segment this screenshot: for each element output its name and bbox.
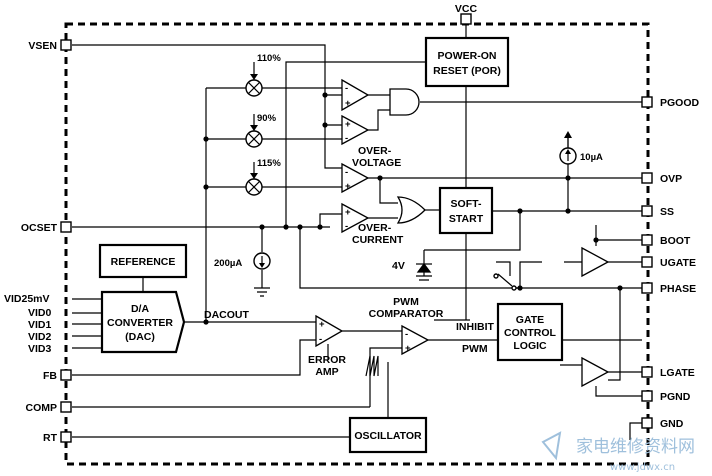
pin-comp-label: COMP <box>26 402 58 414</box>
v4-label: 4V <box>392 260 405 272</box>
error-amp-label-1: ERROR <box>308 354 346 366</box>
oscillator-label: OSCILLATOR <box>354 430 422 442</box>
watermark: 家电维修资料网 www.jdwx.cn <box>541 431 695 473</box>
i200-label: 200µA <box>214 258 242 269</box>
oscillator-block <box>348 416 428 454</box>
wiring <box>72 20 642 440</box>
pct-115-label: 115% <box>257 158 281 169</box>
svg-text:+: + <box>345 98 351 109</box>
comparator-overcurrent: +- <box>341 202 370 234</box>
comparator-115: -+ <box>341 162 370 194</box>
over-current-label-2: CURRENT <box>352 234 404 246</box>
dac-label-1: D/A <box>131 303 150 315</box>
or-gate <box>396 196 426 224</box>
soft-start-label-1: SOFT- <box>451 198 482 210</box>
comparator-110: -+ <box>341 78 370 112</box>
pin-rt-label: RT <box>43 432 58 444</box>
svg-text:-: - <box>345 83 348 94</box>
pin-vid25mv-label: VID25mV <box>4 293 50 305</box>
svg-text:+: + <box>319 319 325 330</box>
pin-vid3-label: VID3 <box>28 343 52 355</box>
dac-block <box>100 290 186 354</box>
svg-text:+: + <box>345 119 351 130</box>
pin-boot-label: BOOT <box>660 235 691 247</box>
pin-vid0-label: VID0 <box>28 307 52 319</box>
i10-label: 10µA <box>580 152 603 163</box>
pin-phase-label: PHASE <box>660 283 696 295</box>
pin-vcc-label: VCC <box>455 3 478 15</box>
reference-block <box>98 243 188 279</box>
soft-start-label-2: START <box>449 213 484 225</box>
over-voltage-label-2: VOLTAGE <box>352 157 401 169</box>
multiplier-110 <box>245 74 263 97</box>
soft-start-block <box>438 186 494 235</box>
current-source-200ua <box>253 252 271 270</box>
svg-text:-: - <box>345 221 348 232</box>
pin-lgate-label: LGATE <box>660 367 695 379</box>
pwm-comp-label-1: PWM <box>393 296 419 308</box>
zener-4v <box>416 262 432 281</box>
error-amp: +- <box>315 314 344 348</box>
over-current-label-1: OVER- <box>358 222 392 234</box>
watermark-url: www.jdwx.cn <box>610 462 675 473</box>
gate-label-2: CONTROL <box>504 327 556 339</box>
svg-text:+: + <box>345 181 351 192</box>
watermark-text: 家电维修资料网 <box>576 437 695 457</box>
pin-vsen-label: VSEN <box>28 40 57 52</box>
pin-ovp-label: OVP <box>660 173 682 185</box>
por-label-1: POWER-ON <box>438 50 497 62</box>
upper-gate-driver <box>581 246 610 278</box>
svg-text:-: - <box>405 329 408 340</box>
reference-label: REFERENCE <box>111 256 176 268</box>
pwm-label: PWM <box>462 343 488 355</box>
gate-label-3: LOGIC <box>513 340 547 352</box>
multiplier-115 <box>245 173 263 196</box>
svg-text:-: - <box>319 334 322 345</box>
pin-gnd-label: GND <box>660 418 684 430</box>
svg-text:-: - <box>345 133 348 144</box>
inhibit-label: INHIBIT <box>456 321 495 333</box>
ground-symbol <box>254 287 270 297</box>
gate-control-block <box>496 302 564 362</box>
phase-switch <box>493 273 517 291</box>
pin-ss-label: SS <box>660 206 674 218</box>
current-source-10ua <box>559 131 577 165</box>
pin-pgnd-label: PGND <box>660 391 691 403</box>
chip-boundary <box>64 22 650 466</box>
pct-110-label: 110% <box>257 53 281 64</box>
por-label-2: RESET (POR) <box>433 65 501 77</box>
pin-ocset-label: OCSET <box>21 222 58 234</box>
dacout-label: DACOUT <box>204 309 249 321</box>
over-voltage-label-1: OVER- <box>358 145 392 157</box>
pin-squares <box>60 13 653 443</box>
pwm-comparator: -+ <box>401 324 430 356</box>
pct-90-label: 90% <box>257 113 277 124</box>
pin-fb-label: FB <box>43 370 57 382</box>
watermark-logo-icon <box>541 431 562 461</box>
dac-label-3: (DAC) <box>125 331 155 343</box>
dac-label-2: CONVERTER <box>107 317 173 329</box>
gate-label-1: GATE <box>516 314 544 326</box>
svg-text:+: + <box>345 207 351 218</box>
error-amp-label-2: AMP <box>315 366 338 378</box>
multiplier-90 <box>245 125 263 148</box>
pwm-comp-label-2: COMPARATOR <box>369 308 444 320</box>
and-gate <box>389 88 420 116</box>
junctions <box>203 92 623 325</box>
pin-pgood-label: PGOOD <box>660 97 700 109</box>
pin-vid1-label: VID1 <box>28 319 52 331</box>
sawtooth-icon <box>365 355 379 377</box>
pin-vid2-label: VID2 <box>28 331 52 343</box>
por-block <box>424 36 510 88</box>
svg-text:-: - <box>345 167 348 178</box>
lower-gate-driver <box>581 356 610 388</box>
svg-text:+: + <box>405 343 411 354</box>
pin-ugate-label: UGATE <box>660 257 696 269</box>
comparator-90: +- <box>341 114 370 146</box>
